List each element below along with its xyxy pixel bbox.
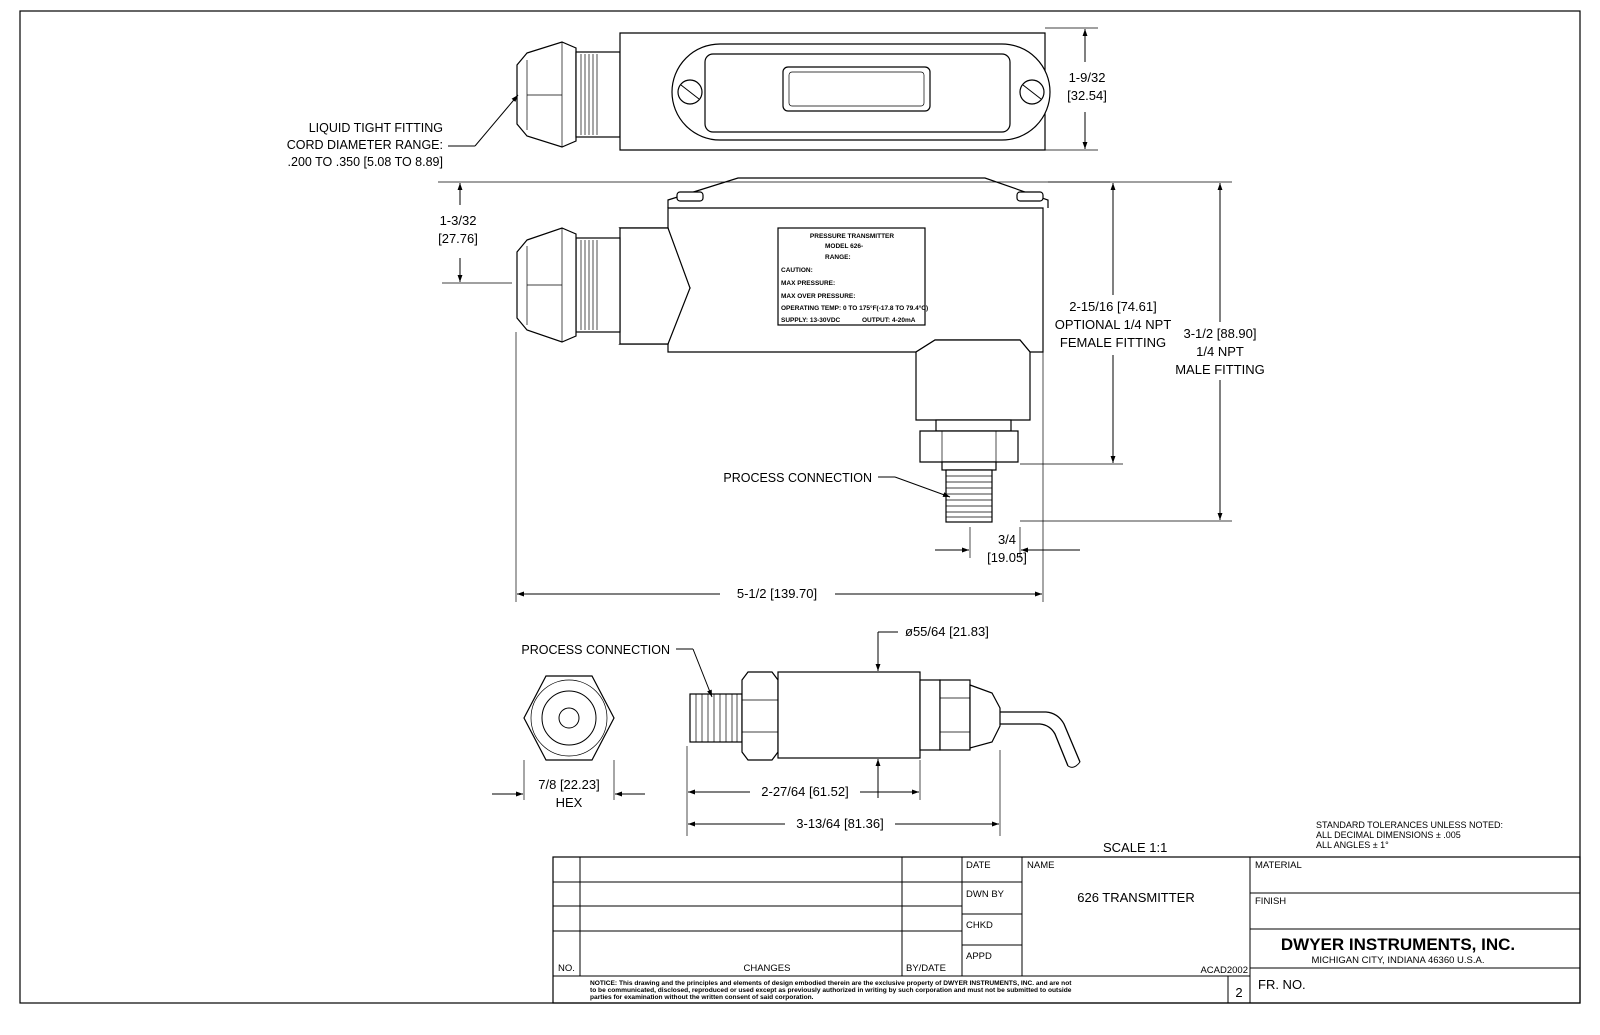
notice-line1: NOTICE: This drawing and the principles … (590, 980, 1072, 987)
fitting-label-line3: .200 TO .350 [5.08 TO 8.89] (288, 155, 443, 169)
plate-title: PRESSURE TRANSMITTER (810, 233, 894, 240)
front-process-connection-label: PROCESS CONNECTION (723, 471, 872, 485)
top-view: LIQUID TIGHT FITTING CORD DIAMETER RANGE… (287, 27, 1107, 169)
front-view: PRESSURE TRANSMITTER MODEL 626- RANGE: C… (438, 177, 1265, 602)
plate-output: OUTPUT: 4-20mA (862, 317, 916, 324)
front-offset-dim-mm: [27.76] (438, 231, 478, 246)
plate-max-over-pressure: MAX OVER PRESSURE: (781, 293, 855, 300)
fitting-label-line2: CORD DIAMETER RANGE: (287, 138, 443, 152)
overall-length-dim: 3-13/64 [81.36] (796, 816, 883, 831)
plate-range: RANGE: (825, 254, 851, 261)
tolerance-line3: ALL ANGLES ± 1° (1316, 840, 1389, 850)
finish-label: FINISH (1255, 896, 1286, 907)
title-block: SCALE 1:1 NO. CHANGES BY/DATE DATE DWN B… (552, 840, 1581, 1004)
revision-number: 2 (1235, 985, 1242, 1000)
dwn-by-label: DWN BY (966, 889, 1005, 900)
plate-operating-temp: OPERATING TEMP: 0 TO 175°F(-17.8 TO 79.4… (781, 304, 928, 312)
tolerance-line1: STANDARD TOLERANCES UNLESS NOTED: (1316, 820, 1503, 830)
front-process-threads (946, 475, 992, 518)
notice-line3: parties for examination without the writ… (590, 994, 814, 1001)
alt-process-connection-label: PROCESS CONNECTION (521, 643, 670, 657)
plate-max-pressure: MAX PRESSURE: (781, 280, 835, 287)
tolerance-note: STANDARD TOLERANCES UNLESS NOTED: ALL DE… (1316, 820, 1503, 850)
plate-supply: SUPPLY: 13-30VDC (781, 317, 841, 324)
rev-bydate-header: BY/DATE (906, 963, 946, 974)
company-name: DWYER INSTRUMENTS, INC. (1281, 935, 1515, 954)
width-dim: 5-1/2 [139.70] (737, 586, 817, 601)
rev-no-header: NO. (558, 963, 575, 974)
top-height-dim: 1-9/32 (1069, 70, 1106, 85)
top-collar-threads (580, 54, 598, 135)
front-offset-dim: 1-3/32 (440, 213, 477, 228)
tolerance-line2: ALL DECIMAL DIMENSIONS ± .005 (1316, 830, 1461, 840)
drawing-title: 626 TRANSMITTER (1077, 890, 1195, 905)
notice-line2: to be communicated, disclosed, reproduce… (590, 987, 1072, 994)
thread-dim: 3/4 (998, 532, 1016, 547)
acad-label: ACAD2002 (1200, 965, 1248, 976)
scale-label: SCALE 1:1 (1103, 840, 1167, 855)
female-dim-fitting: FEMALE FITTING (1060, 335, 1166, 350)
plate-caution: CAUTION: (781, 267, 813, 274)
rev-changes-header: CHANGES (744, 963, 791, 974)
chkd-label: CHKD (966, 920, 993, 931)
material-label: MATERIAL (1255, 860, 1302, 871)
thread-dim-mm: [19.05] (987, 550, 1027, 565)
hex-dim-label: HEX (556, 795, 583, 810)
name-label: NAME (1027, 860, 1054, 871)
male-dim-fitting: MALE FITTING (1175, 362, 1265, 377)
top-height-dim-mm: [32.54] (1067, 88, 1107, 103)
diameter-dim: ø55/64 [21.83] (905, 624, 989, 639)
male-dim-npt: 1/4 NPT (1196, 344, 1244, 359)
fitting-label-line1: LIQUID TIGHT FITTING (309, 121, 443, 135)
hex-dim: 7/8 [22.23] (538, 777, 599, 792)
appd-label: APPD (966, 951, 992, 962)
fr-no-label: FR. NO. (1258, 977, 1306, 992)
front-collar-threads (580, 240, 598, 330)
body-length-dim: 2-27/64 [61.52] (761, 784, 848, 799)
male-dim: 3-1/2 [88.90] (1184, 326, 1257, 341)
female-dim-npt: OPTIONAL 1/4 NPT (1055, 317, 1172, 332)
alt-process-threads (695, 694, 738, 742)
alt-view: 7/8 [22.23] HEX PROCESS CONNECTION ø55/6… (492, 624, 1081, 836)
plate-model: MODEL 626- (825, 243, 863, 250)
company-address: MICHIGAN CITY, INDIANA 46360 U.S.A. (1312, 955, 1485, 966)
date-label: DATE (966, 860, 991, 871)
female-dim: 2-15/16 [74.61] (1069, 299, 1156, 314)
sheet-border (19, 10, 1581, 1004)
